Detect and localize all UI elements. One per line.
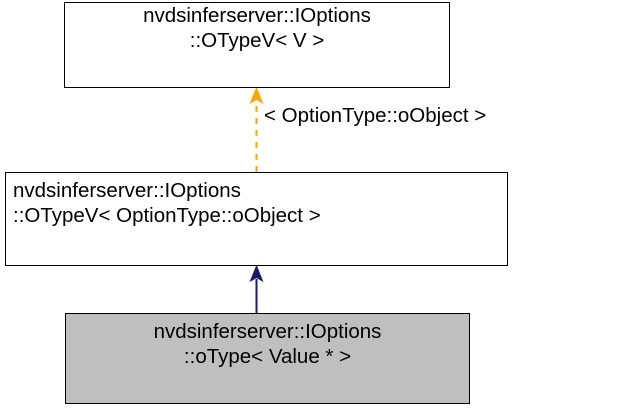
- class-node-derived[interactable]: nvdsinferserver::IOptions ::oType< Value…: [65, 313, 470, 404]
- class-node-derived-line2: ::oType< Value * >: [183, 345, 352, 368]
- class-node-derived-line1: nvdsinferserver::IOptions: [153, 320, 382, 343]
- edge-label-template-binding: < OptionType::oObject >: [264, 104, 487, 127]
- class-node-specialization-line1: nvdsinferserver::IOptions: [13, 179, 241, 202]
- class-node-specialization[interactable]: nvdsinferserver::IOptions ::OTypeV< Opti…: [5, 172, 508, 266]
- class-node-base-template-line2: ::OTypeV< V >: [189, 29, 325, 52]
- class-node-base-template-line1: nvdsinferserver::IOptions: [143, 4, 371, 27]
- inheritance-arrowhead: [249, 264, 264, 283]
- template-binding-arrowhead: [249, 86, 264, 105]
- class-node-specialization-line2: ::OTypeV< OptionType::oObject >: [13, 204, 321, 227]
- edge-template-binding: [249, 86, 264, 172]
- class-node-base-template[interactable]: nvdsinferserver::IOptions ::OTypeV< V >: [64, 2, 450, 88]
- edge-inheritance: [249, 264, 264, 313]
